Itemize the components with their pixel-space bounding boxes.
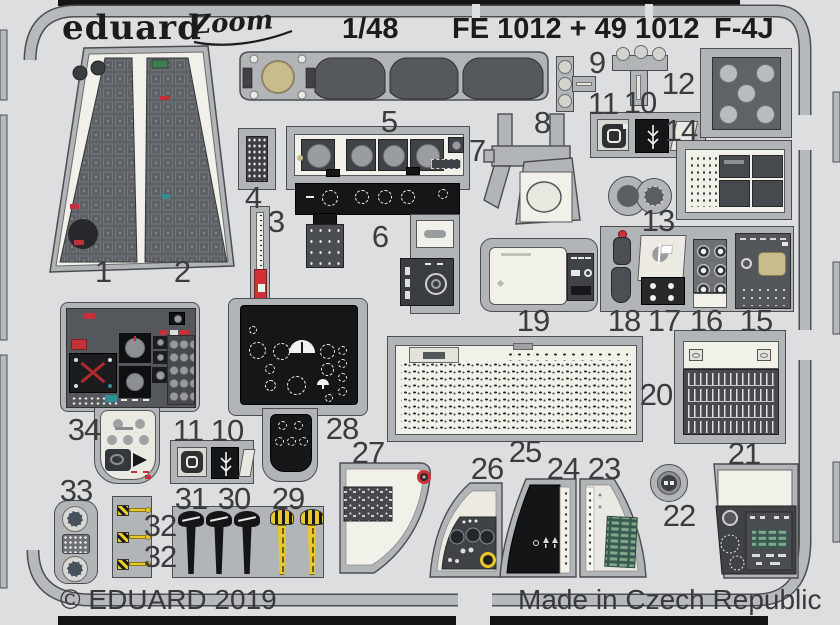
part-11-frame [597,119,629,151]
part-7-gauge-panel [286,126,470,190]
part-number-label: 18 [607,303,641,338]
part-12-plate [700,48,792,138]
part-16-button-panel [693,239,727,293]
part-21-console [713,463,799,579]
part-4-plate [238,128,276,190]
part-number-label: 8 [533,105,551,140]
part-number-label: 16 [689,303,723,338]
part-10-11-plate [590,112,706,158]
part-20-louver-plate [674,330,786,444]
part-number-label: 13 [641,203,675,238]
part-1-2-consoles [49,45,235,273]
part-number-label: 12 [661,66,695,101]
part-10-11-plate-2 [170,440,256,484]
part-number-label: 10 [210,413,244,448]
part-17-switch-panel [637,235,687,281]
part-15-radar-panel [735,233,791,309]
parts-29-31-handles [172,506,324,578]
zoom-swoosh [193,30,293,46]
part-number-label: 11 [587,86,619,121]
part-number-label: 32 [143,508,177,543]
parts-23-27-consoles [339,462,647,578]
part-number-label: 1 [94,254,112,289]
brand-logo: eduard [62,8,202,48]
part-number-label: 10 [623,85,657,120]
part-number-label: 3 [267,204,285,239]
part-number-label: 19 [516,303,550,338]
part-number-label: 23 [587,451,621,486]
part-8-bracket [483,113,581,225]
part-32-pins [112,496,152,578]
part-25-breaker-panel [387,336,643,442]
part-number-label: 27 [351,435,385,470]
made-in-text: Made in Czech Republic [518,584,822,615]
part-number-label: 2 [173,254,191,289]
part-number-label: 4 [244,180,262,215]
part-number-label: 30 [217,481,251,516]
part-19-side-panel [480,238,598,312]
part-number-label: 15 [739,303,773,338]
part-number-label: 31 [174,481,208,516]
part-number-label: 21 [727,436,761,471]
part-number-label: 20 [639,377,673,412]
part-number-label: 17 [647,303,681,338]
part-10-placard [635,119,669,153]
part-number-label: 6 [371,219,389,254]
part-number-label: 9 [588,45,606,80]
part-number-label: 34 [67,412,101,447]
scale-text: 1/48 [342,13,399,45]
product-codes: FE 1012 + 49 1012 [452,13,700,45]
part-15-18-plate [600,226,794,312]
part-number-label: 25 [508,434,542,469]
part-5-glareshield [239,51,549,101]
aircraft-name: F-4J [714,13,774,45]
part-number-label: 28 [325,411,359,446]
part-number-label: 26 [470,451,504,486]
part-number-label: 14 [664,113,698,148]
part-number-label: 29 [271,481,305,516]
part-number-label: 24 [546,451,580,486]
copyright-text: © EDUARD 2019 [60,584,277,615]
part-number-label: 7 [468,133,486,168]
part-number-label: 22 [662,498,696,533]
part-number-label: 32 [143,539,177,574]
part-number-label: 33 [59,473,93,508]
part-number-label: 11 [172,413,204,448]
part-14-avionics [676,140,792,220]
part-number-label: 5 [380,104,398,139]
